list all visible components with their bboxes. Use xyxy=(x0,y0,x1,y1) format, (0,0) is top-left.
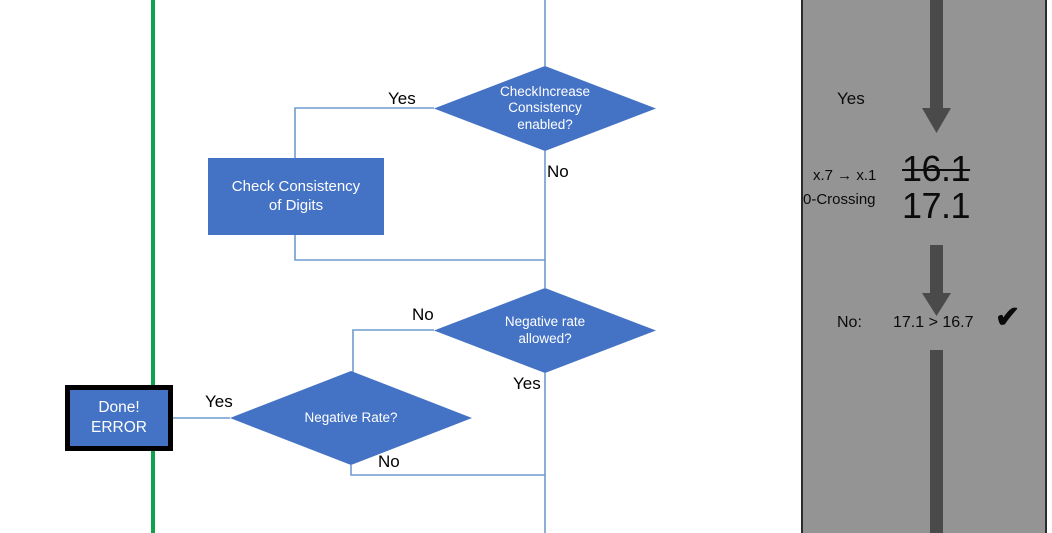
done-error-line-2: ERROR xyxy=(91,419,147,436)
edge-label-yes-to-done-error: Yes xyxy=(205,392,233,411)
edge-label-no-negative-rate-allowed: No xyxy=(412,305,434,324)
panel-arrow-shaft-top xyxy=(930,0,943,110)
panel-arrow-shaft-middle xyxy=(930,245,943,295)
panel-arrow-head-middle xyxy=(922,293,951,316)
panel-comparison-expression: 17.1 > 16.7 xyxy=(893,314,974,331)
edge-label-no-checkincrease: No xyxy=(547,162,569,181)
panel-comparison-prefix: No: xyxy=(837,314,862,331)
done-error-line-1: Done! xyxy=(98,399,140,417)
panel-arrow-head-top xyxy=(922,108,951,133)
decision-label: Negative rate allowed? xyxy=(504,314,586,346)
panel-zero-crossing-label: 0-Crossing xyxy=(803,191,876,208)
terminator-done-error[interactable]: Done! ERROR xyxy=(65,385,173,451)
panel-value-struck-out: 16.1 xyxy=(902,148,971,189)
green-divider-line xyxy=(151,0,155,533)
side-annotation-panel: Yes x.7 → x.1 0-Crossing 16.1 17.1 No: 1… xyxy=(801,0,1047,533)
edge-label-yes-negative-rate-allowed: Yes xyxy=(513,374,541,393)
panel-arrow-shaft-bottom xyxy=(930,350,943,533)
panel-yes-label: Yes xyxy=(837,89,865,108)
checkmark-icon: ✔ xyxy=(995,301,1021,334)
process-check-consistency-of-digits[interactable]: Check Consistency of Digits xyxy=(208,158,384,235)
connector-no-branch-3 xyxy=(350,465,545,476)
edge-label-no-negative-rate: No xyxy=(378,452,400,471)
decision-label: CheckIncrease Consistency enabled? xyxy=(499,83,591,132)
panel-arrow-group xyxy=(922,0,951,533)
process-label: Check Consistency of Digits xyxy=(231,177,361,214)
panel-value-current: 17.1 xyxy=(902,185,971,226)
decision-label: Negative Rate? xyxy=(304,409,398,425)
edge-label-yes-checkincrease: Yes xyxy=(388,89,416,108)
panel-rounding-label: x.7 → x.1 xyxy=(813,167,877,184)
